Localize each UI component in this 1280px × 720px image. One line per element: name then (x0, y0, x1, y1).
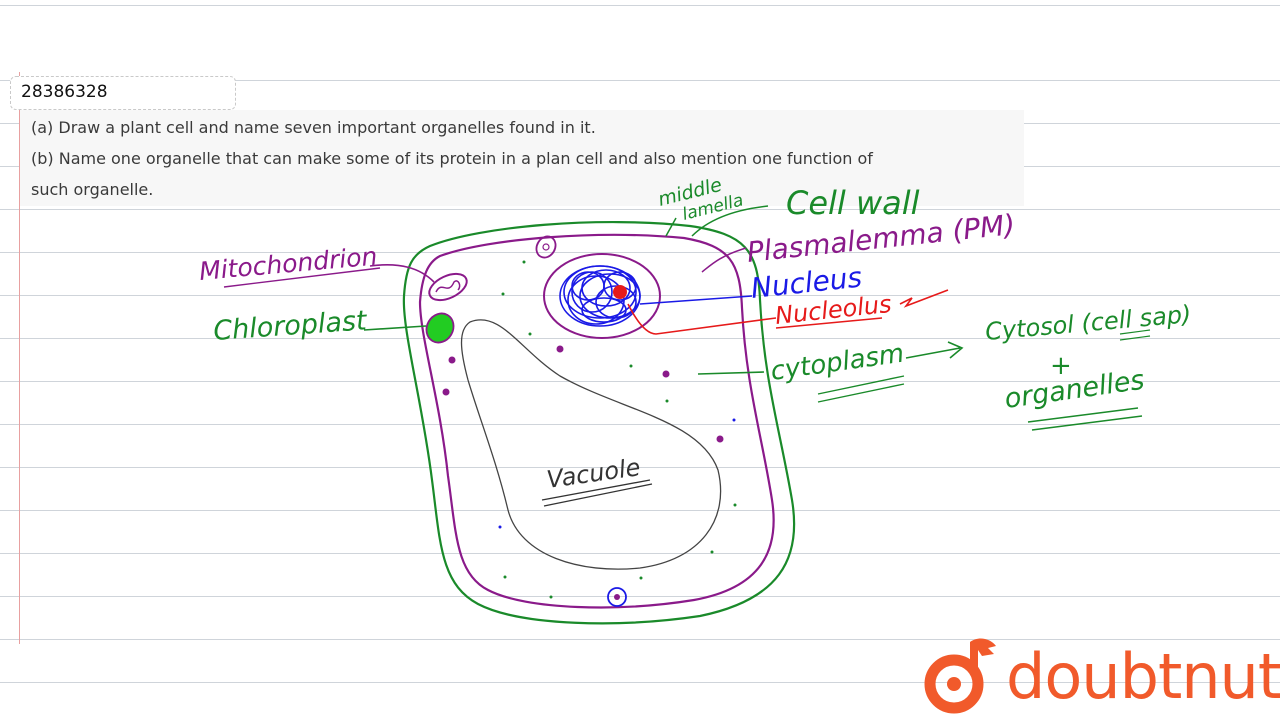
label-organelles: organelles (1003, 365, 1147, 415)
label-vacuole: Vacuole (545, 453, 642, 494)
cytoplasm-arrow (906, 342, 962, 358)
chromatin-scribble (560, 266, 640, 326)
organelles-underline (1028, 408, 1142, 430)
chloroplast-leader (364, 326, 426, 330)
nucleolus (613, 285, 627, 299)
middle-lamella-leader (666, 218, 676, 236)
nucleus-leader (640, 296, 752, 304)
mitochondrion (425, 269, 471, 306)
label-chloroplast: Chloroplast (212, 305, 369, 347)
plasmalemma-leader (702, 248, 746, 272)
chloroplast (421, 309, 459, 348)
vacuole-outline (462, 320, 721, 569)
label-cytosol: Cytosol (cell sap) (984, 300, 1192, 346)
cell-wall-outline (404, 222, 794, 623)
label-cell-wall: Cell wall (786, 184, 920, 222)
cytoplasm-leader (698, 372, 764, 374)
nucleolus-tick (900, 290, 948, 306)
doubtnut-logo-text: doubtnut (1006, 640, 1280, 713)
doubtnut-logo[interactable]: doubtnut (918, 632, 1278, 720)
cytoplasm-underline (818, 376, 904, 402)
mitochondrion-cristae (436, 281, 460, 292)
plasma-membrane-outline (420, 235, 774, 608)
doubtnut-logo-icon (918, 632, 1004, 718)
